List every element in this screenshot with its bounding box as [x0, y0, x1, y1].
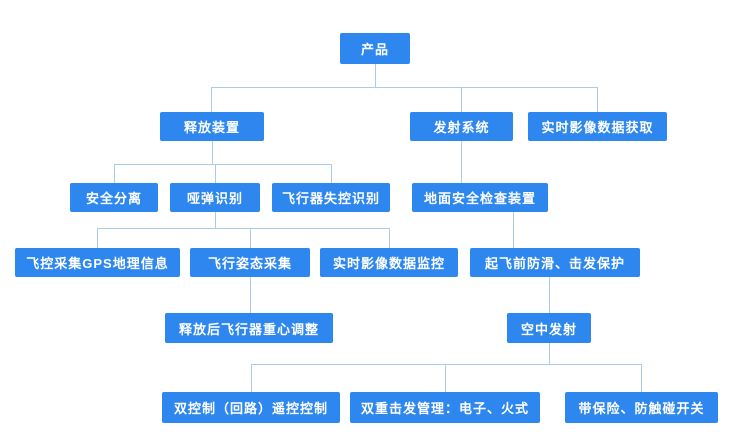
connector — [97, 228, 98, 248]
node-preflight-protection: 起飞前防滑、击发保护 — [470, 248, 640, 277]
connector — [251, 364, 252, 392]
node-safe-separation: 安全分离 — [70, 183, 158, 212]
connector — [461, 87, 462, 112]
connector — [250, 228, 251, 248]
connector — [549, 343, 550, 364]
connector — [597, 87, 598, 112]
connector — [513, 212, 514, 248]
node-realtime-image-acquisition: 实时影像数据获取 — [528, 112, 667, 141]
connector — [211, 87, 598, 88]
node-aircraft-loss-identification: 飞行器失控识别 — [272, 183, 390, 212]
node-product: 产品 — [340, 33, 410, 64]
connector — [114, 164, 331, 165]
connector — [389, 228, 390, 248]
node-release-device: 释放装置 — [160, 112, 264, 141]
connector — [250, 277, 251, 313]
connector — [461, 141, 462, 183]
node-dud-identification: 哑弹识别 — [170, 183, 260, 212]
connector — [331, 164, 332, 183]
connector — [211, 87, 212, 112]
node-launch-system: 发射系统 — [410, 112, 513, 141]
connector — [114, 164, 115, 183]
connector — [215, 212, 216, 228]
node-ground-safety-check: 地面安全检查装置 — [412, 183, 548, 212]
connector — [375, 64, 376, 87]
node-cg-adjustment: 释放后飞行器重心调整 — [165, 313, 333, 343]
connector — [641, 364, 642, 392]
connector — [97, 228, 389, 229]
node-flight-attitude-acquisition: 飞行姿态采集 — [190, 248, 310, 277]
node-fc-gps-geo-info: 飞控采集GPS地理信息 — [15, 248, 180, 277]
node-realtime-image-monitoring: 实时影像数据监控 — [320, 248, 458, 277]
node-safety-switch: 带保险、防触碰开关 — [565, 392, 718, 423]
node-midair-launch: 空中发射 — [507, 313, 591, 343]
connector — [251, 364, 641, 365]
node-dual-control: 双控制（回路）遥控控制 — [162, 392, 340, 423]
connector — [549, 277, 550, 313]
connector — [445, 364, 446, 392]
connector — [215, 164, 216, 183]
connector — [212, 141, 213, 164]
node-dual-firing: 双重击发管理：电子、火式 — [350, 392, 540, 423]
